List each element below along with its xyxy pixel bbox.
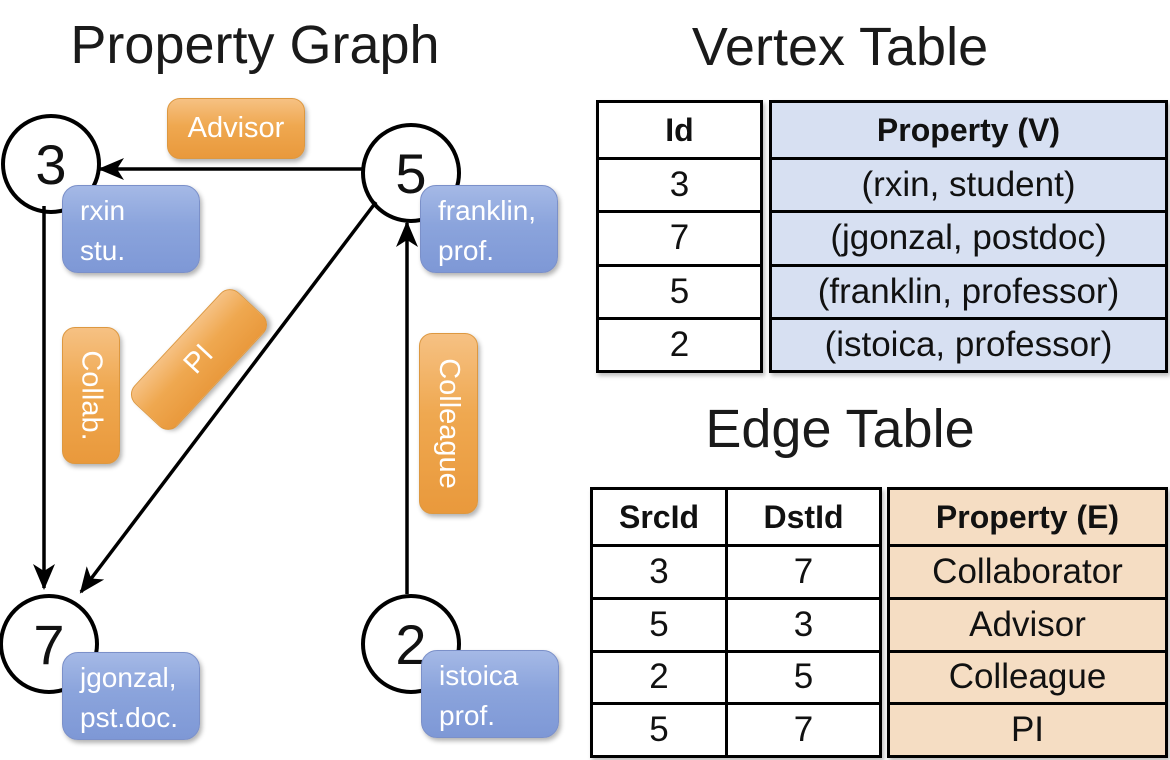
vertex-table-id-column: Id 3 7 5 2 — [596, 100, 763, 373]
table-cell: PI — [890, 702, 1165, 755]
edge-table-title: Edge Table — [705, 399, 975, 459]
column-header: DstId — [763, 498, 844, 535]
table-cell: 7 — [599, 210, 760, 263]
table-cell: (franklin, professor) — [772, 263, 1165, 317]
table-cell: 5 — [599, 263, 760, 317]
vertex-property-line: pst.doc. — [80, 701, 179, 733]
table-cell: 7 — [793, 551, 814, 591]
table-row: 2 5 — [593, 649, 879, 703]
table-cell: (jgonzal, postdoc) — [772, 210, 1165, 263]
table-row: 5 7 — [593, 702, 879, 755]
table-cell: 3 — [793, 604, 814, 644]
column-header: Property (V) — [876, 111, 1061, 148]
vertex-table-title: Vertex Table — [691, 17, 989, 77]
edge-table-property-column: Property (E) Collaborator Advisor Collea… — [887, 487, 1168, 758]
table-cell: 7 — [793, 710, 814, 750]
vertex-property-line: prof. — [438, 234, 495, 266]
vertex-property-box-7: jgonzal, pst.doc. — [62, 652, 200, 740]
edge-label-text: Collab. — [75, 350, 108, 441]
graph-panel-title: Property Graph — [70, 15, 440, 75]
table-cell: Colleague — [890, 649, 1165, 703]
table-cell: Collaborator — [890, 544, 1165, 597]
column-header: Property (E) — [935, 498, 1120, 535]
vertex-property-line: istoica — [439, 660, 519, 691]
vertex-property-line: prof. — [439, 699, 496, 731]
vertex-property-line: jgonzal, — [80, 662, 177, 693]
table-cell: 5 — [593, 599, 728, 650]
vertex-id-label: 3 — [35, 132, 67, 196]
edge-label-advisor: Advisor — [167, 98, 305, 159]
vertex-property-box-3: rxin stu. — [62, 185, 200, 273]
table-cell: 5 — [793, 657, 814, 697]
table-cell: (istoica, professor) — [772, 316, 1165, 370]
table-cell: 5 — [593, 705, 728, 755]
vertex-property-line: stu. — [80, 234, 126, 266]
table-row: 5 3 — [593, 596, 879, 650]
vertex-property-line: franklin, — [438, 195, 537, 226]
table-cell: 2 — [599, 316, 760, 370]
vertex-circle-5: 5 — [361, 123, 461, 223]
table-cell: 3 — [599, 157, 760, 210]
table-header-row: SrcId DstId — [593, 490, 879, 544]
vertex-property-box-2: istoica prof. — [421, 650, 559, 738]
column-header: SrcId — [593, 490, 728, 544]
vertex-property-line: rxin — [80, 195, 126, 226]
edge-label-text: Colleague — [433, 358, 466, 489]
table-cell: (rxin, student) — [772, 157, 1165, 210]
edge-table-src-dst-columns: SrcId DstId 3 7 5 3 2 5 5 7 — [590, 487, 882, 758]
vertex-property-box-5: franklin, prof. — [420, 185, 558, 273]
edge-label-text: Advisor — [187, 112, 285, 144]
edge-label-pi: PI — [125, 283, 273, 436]
vertex-id-label: 7 — [33, 612, 65, 676]
table-cell: 3 — [593, 547, 728, 597]
vertex-circle-3: 3 — [1, 114, 101, 214]
table-cell: 2 — [593, 652, 728, 703]
table-row: 3 7 — [593, 544, 879, 597]
edge-label-colleague: Colleague — [419, 333, 478, 514]
edge-label-text: PI — [177, 338, 220, 381]
column-header: Id — [665, 111, 694, 148]
vertex-table-property-column: Property (V) (rxin, student) (jgonzal, p… — [769, 100, 1168, 373]
edge-label-collab: Collab. — [62, 327, 120, 464]
table-cell: Advisor — [890, 596, 1165, 650]
